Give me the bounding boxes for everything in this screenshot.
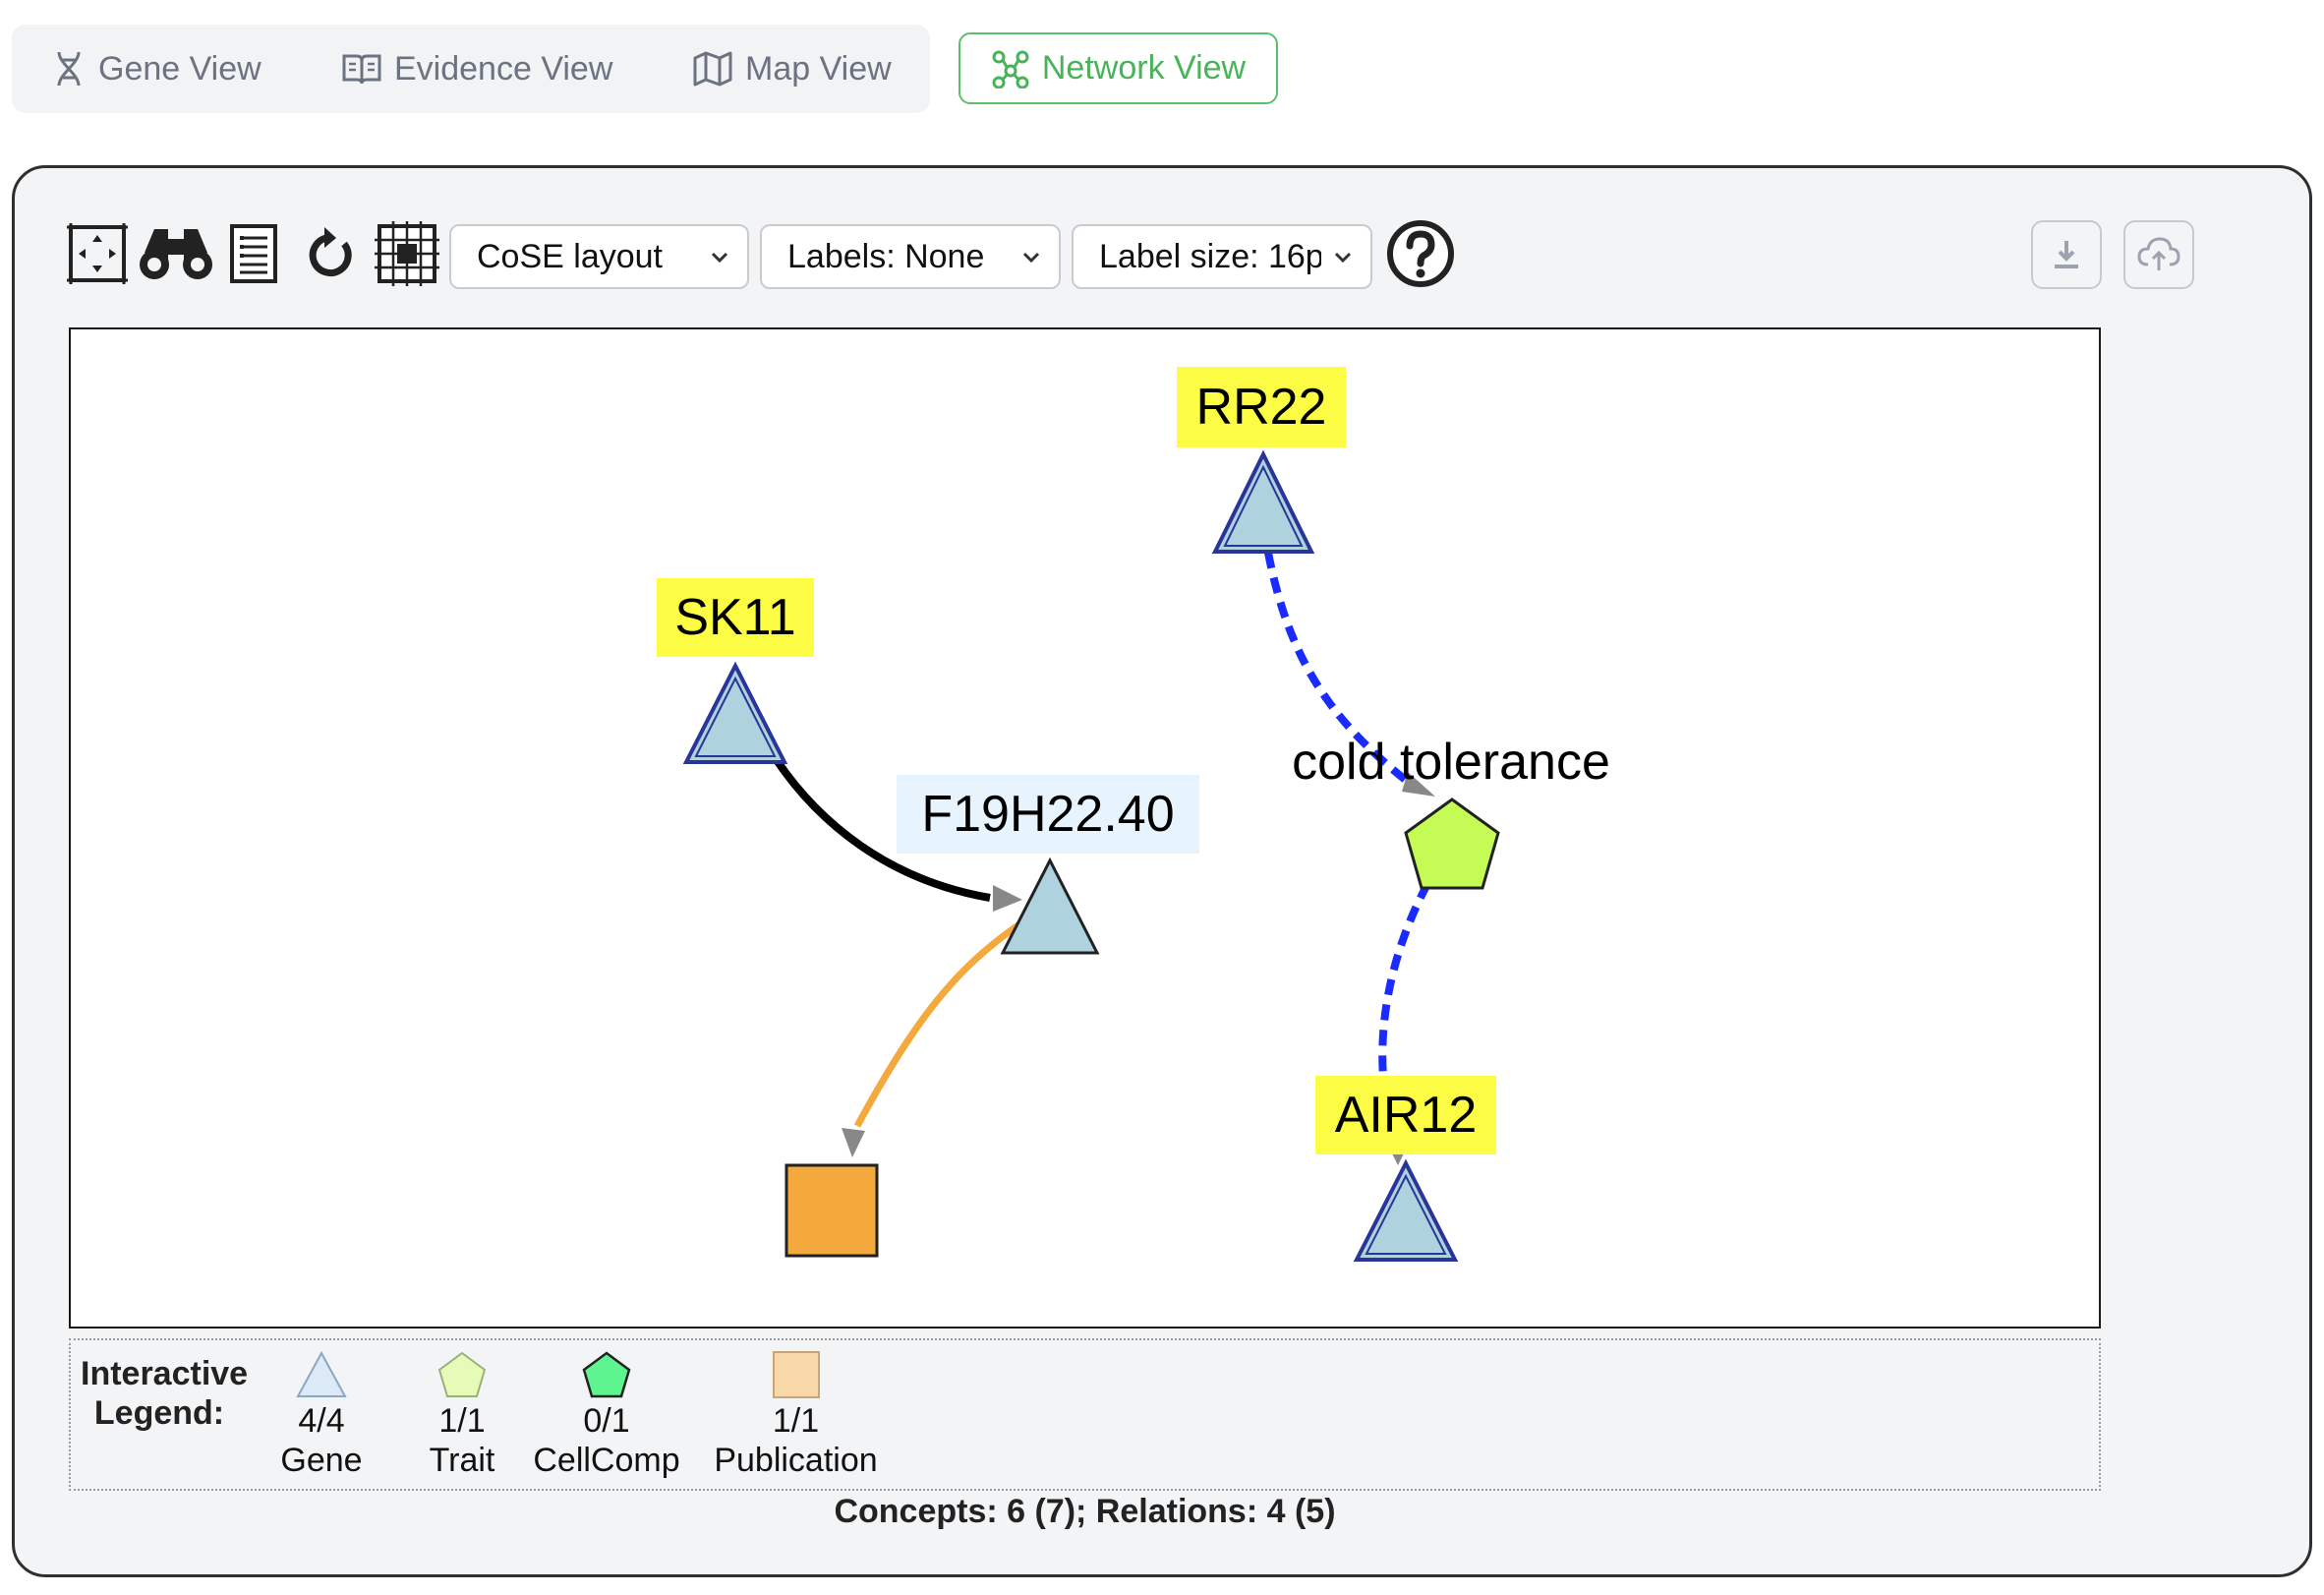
square-icon [772, 1351, 820, 1398]
node-label-f19h22[interactable]: F19H22.40 [897, 775, 1199, 854]
legend-gene-count: 4/4 [298, 1402, 345, 1440]
download-button[interactable] [2031, 220, 2102, 289]
show-info-list-button[interactable] [224, 218, 283, 289]
chevron-down-icon [1334, 252, 1352, 264]
network-canvas[interactable]: RR22 SK11 F19H22.40 cold tolerance AIR12 [69, 327, 2101, 1329]
legend-trait-count: 1/1 [438, 1402, 486, 1440]
tab-gene-view[interactable]: Gene View [51, 25, 261, 113]
cloud-upload-icon [2137, 237, 2180, 270]
triangle-icon [296, 1350, 347, 1397]
legend-title: Interactive Legend: [81, 1355, 249, 1432]
edge-arrow-publication [842, 1128, 865, 1157]
edge-cold-tolerance-air12[interactable] [1378, 882, 1431, 1078]
edge-arrow-f19h22 [993, 885, 1022, 912]
label-size-select[interactable]: Label size: 16p [1072, 224, 1372, 289]
tab-map-view-label: Map View [745, 49, 892, 88]
list-document-icon [230, 224, 277, 283]
node-air12-inner [1365, 1173, 1447, 1255]
pentagon-icon [437, 1351, 487, 1397]
labels-select-value: Labels: None [787, 237, 985, 275]
node-rr22[interactable] [1211, 449, 1315, 554]
tab-gene-view-label: Gene View [98, 49, 261, 88]
chevron-down-icon [1022, 252, 1040, 264]
chevron-down-icon [711, 252, 728, 264]
help-button[interactable] [1384, 218, 1457, 289]
map-icon [693, 51, 732, 87]
binoculars-icon [140, 229, 212, 279]
help-icon [1387, 220, 1454, 287]
tab-network-view-label: Network View [1041, 49, 1247, 87]
refresh-icon [309, 227, 352, 276]
node-f19h22[interactable] [1000, 857, 1100, 955]
view-tab-bar: Gene View Evidence View Map View [12, 25, 930, 113]
node-sk11[interactable] [682, 661, 788, 764]
edge-rr22-cold-tolerance[interactable] [1264, 552, 1411, 786]
tab-evidence-view-label: Evidence View [394, 49, 613, 88]
node-rr22-inner [1223, 464, 1304, 547]
network-icon [992, 50, 1029, 89]
labels-select[interactable]: Labels: None [760, 224, 1061, 289]
legend-item-trait[interactable]: 1/1 Trait [413, 1350, 511, 1480]
label-size-select-value: Label size: 16p [1099, 237, 1321, 275]
legend-cellcomp-count: 0/1 [583, 1402, 630, 1440]
legend-item-gene[interactable]: 4/4 Gene [267, 1350, 376, 1480]
graph-summary: Concepts: 6 (7); Relations: 4 (5) [834, 1493, 1336, 1530]
legend-publication-label: Publication [714, 1442, 878, 1479]
tab-map-view[interactable]: Map View [692, 25, 892, 113]
node-label-cold-tolerance[interactable]: cold tolerance [1292, 734, 1610, 791]
search-binoculars-button[interactable] [136, 218, 216, 289]
node-label-rr22[interactable]: RR22 [1177, 367, 1346, 447]
pentagon-icon [582, 1351, 631, 1398]
book-icon [342, 54, 381, 85]
interactive-legend: Interactive Legend: 4/4 Gene 1/1 Trait 0… [69, 1338, 2101, 1491]
upload-cloud-button[interactable] [2123, 220, 2194, 289]
grid-icon [375, 221, 439, 286]
node-cold-tolerance[interactable] [1404, 798, 1500, 890]
legend-trait-label: Trait [429, 1442, 495, 1479]
node-label-sk11[interactable]: SK11 [657, 578, 814, 657]
layout-select[interactable]: CoSE layout [449, 224, 749, 289]
node-label-air12[interactable]: AIR12 [1315, 1076, 1496, 1154]
node-publication[interactable] [784, 1163, 879, 1258]
download-icon [2055, 241, 2078, 268]
node-sk11-inner [694, 676, 777, 757]
edge-sk11-f19h22[interactable] [773, 757, 991, 902]
toggle-grid-button[interactable] [372, 218, 442, 289]
dna-icon [57, 51, 81, 87]
tab-evidence-view[interactable]: Evidence View [341, 25, 612, 113]
tab-network-view[interactable]: Network View [959, 32, 1278, 104]
legend-cellcomp-label: CellComp [533, 1442, 680, 1479]
fit-to-screen-button[interactable] [63, 218, 132, 289]
legend-item-publication[interactable]: 1/1 Publication [705, 1350, 887, 1480]
network-graph[interactable] [71, 329, 2099, 1327]
node-air12[interactable] [1353, 1158, 1459, 1262]
layout-select-value: CoSE layout [477, 237, 663, 275]
fit-screen-icon [67, 223, 128, 284]
reset-graph-button[interactable] [301, 218, 360, 289]
edge-arrow-cold-tolerance [1402, 772, 1435, 797]
legend-item-cellcomp[interactable]: 0/1 CellComp [528, 1350, 685, 1480]
edge-f19h22-publication[interactable] [853, 921, 1021, 1128]
legend-gene-label: Gene [280, 1442, 363, 1479]
legend-publication-count: 1/1 [772, 1402, 820, 1440]
